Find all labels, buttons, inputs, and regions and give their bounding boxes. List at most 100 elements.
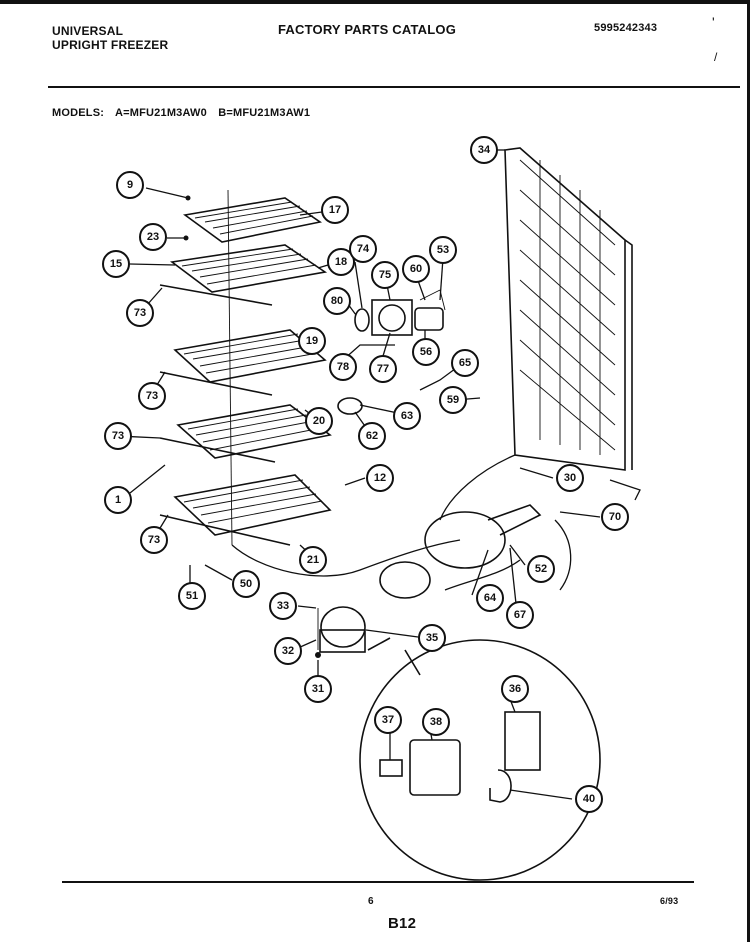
refrigerant-tubing <box>231 454 641 591</box>
callout: 33 <box>269 592 297 620</box>
callout: 35 <box>418 624 446 652</box>
models-line: MODELS: A=MFU21M3AW0 B=MFU21M3AW1 <box>52 107 318 119</box>
svg-text:37: 37 <box>382 714 394 726</box>
svg-text:65: 65 <box>459 357 471 369</box>
model-b: B=MFU21M3AW1 <box>218 107 311 119</box>
page-border-top <box>0 0 750 4</box>
svg-text:21: 21 <box>307 554 319 566</box>
catalog-date: 6/93 <box>660 896 679 906</box>
callout: 1 <box>104 486 132 514</box>
callout: 78 <box>329 353 357 381</box>
callout: 52 <box>527 555 555 583</box>
callout: 30 <box>556 464 584 492</box>
callout: 75 <box>371 261 399 289</box>
callout: 40 <box>575 785 603 813</box>
brand-line-1: UNIVERSAL <box>52 24 124 38</box>
svg-text:38: 38 <box>430 716 442 728</box>
svg-text:12: 12 <box>374 472 386 484</box>
callout: 17 <box>321 196 349 224</box>
page-border-right <box>747 0 750 942</box>
callout: 32 <box>274 637 302 665</box>
svg-text:73: 73 <box>146 390 158 402</box>
svg-text:19: 19 <box>306 335 318 347</box>
callout: 64 <box>476 584 504 612</box>
svg-text:74: 74 <box>357 243 370 255</box>
svg-text:9: 9 <box>127 179 133 191</box>
callout: 67 <box>506 601 534 629</box>
wire-shelves <box>159 189 332 546</box>
svg-text:53: 53 <box>437 244 449 256</box>
svg-text:23: 23 <box>147 231 159 243</box>
svg-text:56: 56 <box>420 346 432 358</box>
svg-text:31: 31 <box>312 683 324 695</box>
callout: 15 <box>102 250 130 278</box>
callout: 74 <box>349 235 377 263</box>
scan-mark: ' <box>712 14 715 30</box>
svg-text:40: 40 <box>583 793 595 805</box>
svg-text:64: 64 <box>484 592 497 604</box>
svg-text:52: 52 <box>535 563 547 575</box>
svg-text:67: 67 <box>514 609 526 621</box>
callout: 20 <box>305 407 333 435</box>
callout: 21 <box>299 546 327 574</box>
callout: 36 <box>501 675 529 703</box>
callout: 63 <box>393 402 421 430</box>
svg-text:20: 20 <box>313 415 325 427</box>
svg-text:15: 15 <box>110 258 122 270</box>
callout: 62 <box>358 422 386 450</box>
svg-text:1: 1 <box>115 494 121 506</box>
svg-text:73: 73 <box>148 534 160 546</box>
model-a: A=MFU21M3AW0 <box>114 107 207 119</box>
models-label: MODELS: <box>52 107 105 119</box>
callout: 73 <box>126 299 154 327</box>
callout: 60 <box>402 255 430 283</box>
svg-text:18: 18 <box>335 256 347 268</box>
svg-text:77: 77 <box>377 363 389 375</box>
svg-text:35: 35 <box>426 632 438 644</box>
callout: 9 <box>116 171 144 199</box>
catalog-title: FACTORY PARTS CATALOG <box>278 22 457 37</box>
svg-text:73: 73 <box>134 307 146 319</box>
electrical-detail <box>359 637 601 881</box>
callout: 19 <box>298 327 326 355</box>
callout: 37 <box>374 706 402 734</box>
svg-text:36: 36 <box>509 683 521 695</box>
callout-bubbles: 9 17 23 15 18 74 75 60 53 73 80 19 78 77… <box>102 136 629 813</box>
callout: 73 <box>104 422 132 450</box>
leader-lines <box>117 149 601 800</box>
svg-text:73: 73 <box>112 430 124 442</box>
callout: 50 <box>232 570 260 598</box>
svg-text:75: 75 <box>379 269 391 281</box>
svg-text:34: 34 <box>478 144 491 156</box>
svg-text:70: 70 <box>609 511 621 523</box>
brand-line-2: UPRIGHT FREEZER <box>52 38 169 52</box>
callout: 73 <box>140 526 168 554</box>
header-rule <box>48 86 740 88</box>
callout: 34 <box>470 136 498 164</box>
footer-rule <box>62 881 694 883</box>
callout: 23 <box>139 223 167 251</box>
evaporator-coil <box>504 147 633 471</box>
scan-mark: / <box>714 50 718 64</box>
page-number: 6 <box>368 896 374 907</box>
callout: 51 <box>178 582 206 610</box>
svg-text:50: 50 <box>240 578 252 590</box>
callout: 59 <box>439 386 467 414</box>
callout: 18 <box>327 248 355 276</box>
callout: 31 <box>304 675 332 703</box>
svg-text:59: 59 <box>447 394 459 406</box>
svg-text:62: 62 <box>366 430 378 442</box>
svg-text:33: 33 <box>277 600 289 612</box>
callout: 73 <box>138 382 166 410</box>
callout: 56 <box>412 338 440 366</box>
callout: 53 <box>429 236 457 264</box>
svg-text:30: 30 <box>564 472 576 484</box>
svg-text:51: 51 <box>186 590 198 602</box>
sheet-code: B12 <box>388 915 417 932</box>
svg-text:78: 78 <box>337 361 349 373</box>
callout: 38 <box>422 708 450 736</box>
svg-text:32: 32 <box>282 645 294 657</box>
compressor-assembly <box>315 504 542 658</box>
callout: 77 <box>369 355 397 383</box>
